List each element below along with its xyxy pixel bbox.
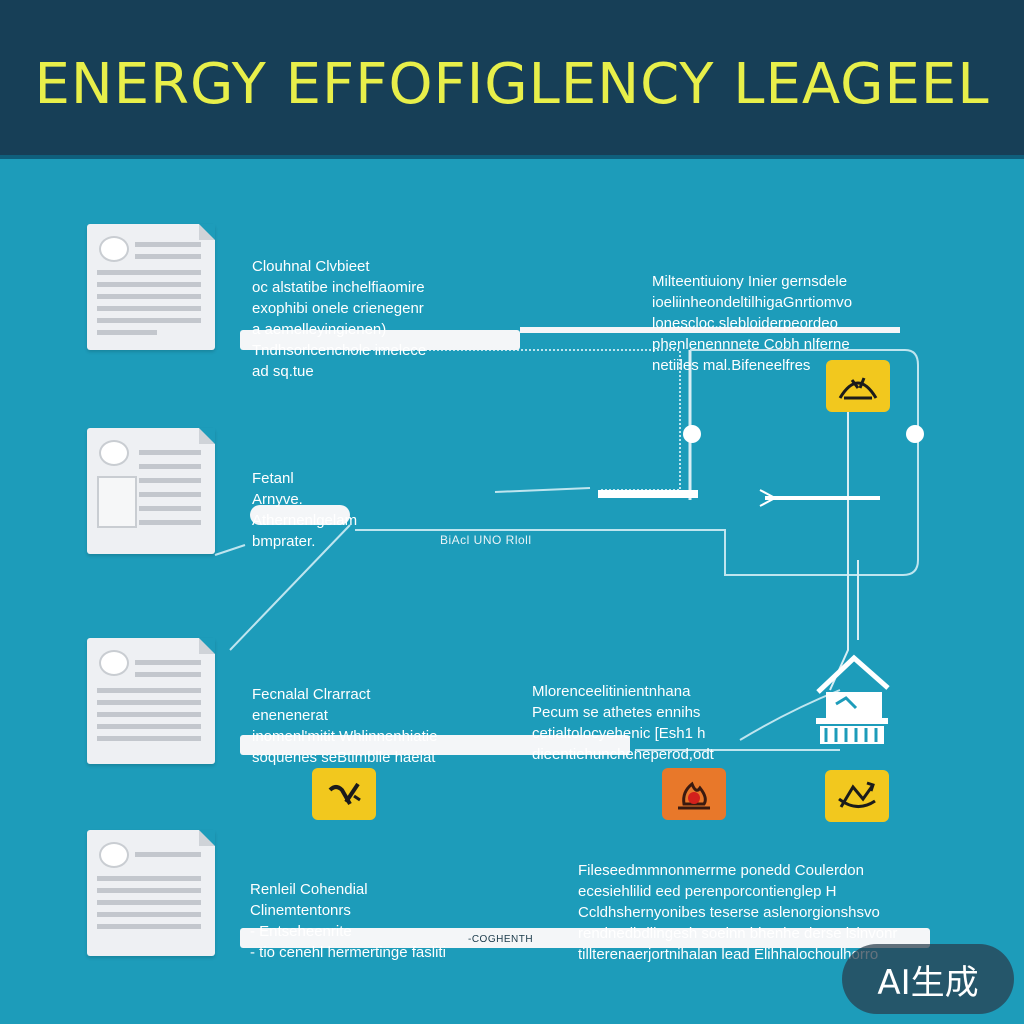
page-title: ENERGY EFFOFIGLENCY LEAGEEL xyxy=(34,52,990,117)
recycle-icon xyxy=(825,770,889,822)
header-banner: ENERGY EFFOFIGLENCY LEAGEEL xyxy=(0,0,1024,159)
progress-bar-2 xyxy=(250,505,350,525)
document-card-2 xyxy=(87,428,215,554)
diagram-mid-label: BiAcl UNO Rloll xyxy=(440,533,532,547)
document-card-1 xyxy=(87,224,215,350)
gauge-icon xyxy=(826,360,890,412)
document-card-4 xyxy=(87,830,215,956)
bottom-bar-label: -COGHENTH xyxy=(468,934,534,945)
progress-bar-4 xyxy=(240,928,930,948)
flame-icon xyxy=(662,768,726,820)
house-icon xyxy=(812,652,890,748)
progress-bar-3 xyxy=(240,735,630,755)
document-card-3 xyxy=(87,638,215,764)
progress-bar-1 xyxy=(240,330,520,350)
ai-generated-badge: AI生成 xyxy=(842,944,1014,1014)
plug-icon xyxy=(312,768,376,820)
